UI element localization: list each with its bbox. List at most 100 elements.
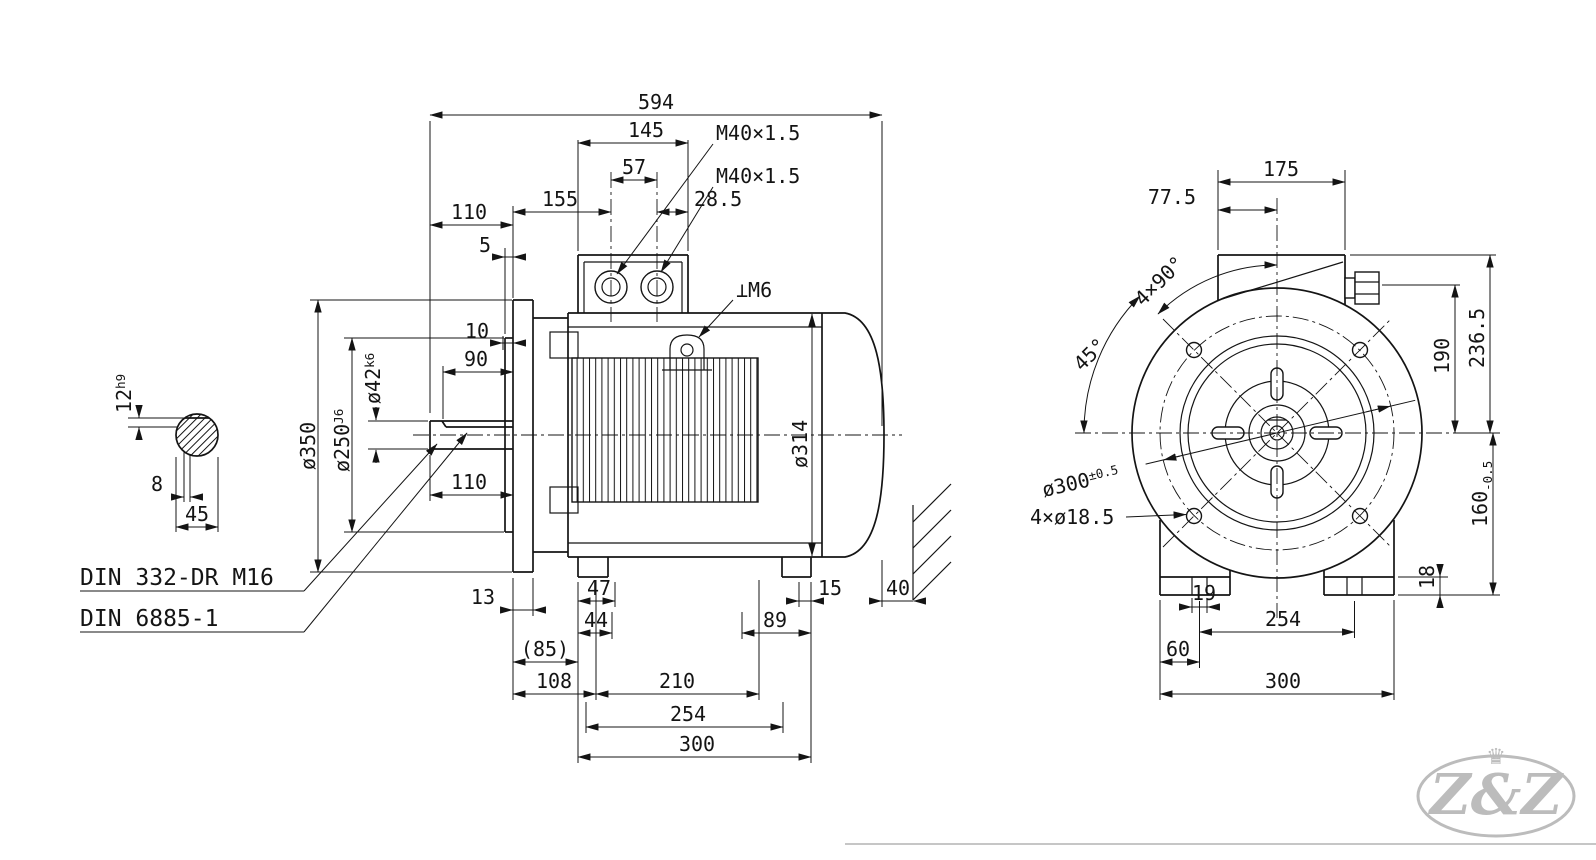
dim-236-5-label: 236.5 — [1465, 308, 1489, 368]
dim-frame-diameter-label: ø314 — [788, 420, 812, 468]
dim-175: 175 — [1217, 157, 1346, 250]
dim-254-side: 254 — [585, 702, 784, 733]
dim-155-label: 155 — [542, 187, 578, 211]
dim-89: 89 — [741, 582, 812, 763]
note-key-standard-label: DIN 6885-1 — [80, 606, 218, 632]
dim-110-bottom-label: 110 — [451, 470, 487, 494]
dim-210-label: 210 — [659, 669, 695, 693]
dim-300-side-label: 300 — [679, 732, 715, 756]
dim-110-top-label: 110 — [451, 200, 487, 224]
dim-108-label: 108 — [536, 669, 572, 693]
dim-flange-diameter-label: ø350 — [296, 422, 320, 470]
dim-15-label: 15 — [818, 576, 842, 600]
holes-callout-label: 4×ø18.5 — [1030, 505, 1114, 529]
dim-160: 160-0.5 — [1398, 432, 1500, 596]
dim-28-5: 28.5 — [656, 187, 742, 216]
thread-callout-m6: ⊥M6 — [698, 278, 772, 338]
angle-45: 45° — [1069, 295, 1141, 434]
dim-175-label: 175 — [1263, 157, 1299, 181]
dim-300-side: 300 — [577, 732, 812, 761]
dim-15: 15 — [786, 576, 842, 607]
dim-110-top: 110 — [429, 200, 514, 229]
note-key-standard: DIN 6885-1 — [80, 432, 468, 633]
shaft — [429, 420, 513, 450]
dim-key-45-label: 45 — [185, 502, 209, 526]
dim-77-5: 77.5 — [1148, 185, 1278, 214]
dim-57: 57 — [610, 155, 658, 184]
terminal-box — [577, 254, 689, 313]
dim-frame-diameter: ø314 — [788, 313, 816, 557]
dim-key-45: 45 — [175, 457, 219, 532]
cable-gland-front — [1344, 277, 1356, 299]
dim-190-label: 190 — [1430, 338, 1454, 374]
dim-shaft-diameter-label: ø42k6 — [361, 353, 385, 404]
angle-4x90: 4×90° — [1130, 251, 1278, 315]
dim-254-front-label: 254 — [1265, 607, 1301, 631]
dim-13-label: 13 — [471, 585, 495, 609]
dim-108: 108 — [512, 580, 597, 700]
dim-44: 44 — [577, 608, 613, 639]
dim-190: 190 — [1382, 284, 1460, 434]
angle-4x90-label: 4×90° — [1130, 251, 1190, 311]
dim-254-side-label: 254 — [670, 702, 706, 726]
centerlines-side — [413, 172, 902, 436]
dim-key-width: 12h9 — [112, 374, 185, 440]
dim-bolt-circle-label: ø300±0.5 — [1040, 461, 1122, 502]
feet-side — [577, 557, 812, 578]
dim-47-label: 47 — [587, 576, 611, 600]
dim-90: 90 — [442, 347, 514, 419]
note-center-hole-label: DIN 332-DR M16 — [80, 565, 274, 591]
angle-45-label: 45° — [1069, 333, 1112, 376]
dim-85-label: (85) — [521, 637, 569, 661]
flange — [504, 299, 568, 573]
dim-57-label: 57 — [622, 155, 646, 179]
crown-icon: ♛ — [1486, 745, 1506, 770]
dim-5: 5 — [479, 233, 526, 334]
dim-110-bottom: 110 — [429, 455, 514, 501]
dim-key-8: 8 — [151, 452, 203, 502]
dim-40-label: 40 — [886, 576, 910, 600]
front-view: 175 77.5 4×90° 45° ø300±0.5 4×ø18.5 190 … — [1030, 157, 1500, 700]
dim-key-width-label: 12h9 — [112, 374, 136, 413]
lifting-boss — [662, 334, 712, 371]
dim-77-5-label: 77.5 — [1148, 185, 1196, 209]
dim-160-label: 160-0.5 — [1468, 461, 1495, 527]
dim-10: 10 — [465, 319, 526, 350]
dim-300-front: 300 — [1159, 600, 1395, 700]
dim-60: 60 — [1159, 600, 1201, 700]
dim-18-label: 18 — [1415, 565, 1439, 589]
dim-594: 594 — [429, 90, 883, 426]
dim-13: 13 — [471, 578, 546, 700]
dim-5-label: 5 — [479, 233, 491, 257]
watermark-logo: ♛ Z&Z — [1416, 745, 1576, 838]
dim-28-5-label: 28.5 — [694, 187, 742, 211]
dim-19: 19 — [1179, 581, 1220, 613]
dim-key-8-label: 8 — [151, 472, 163, 496]
side-view: 594 145 57 M40×1.5 M40×1.5 155 28.5 110 … — [80, 90, 952, 763]
dim-210: 210 — [595, 580, 760, 700]
flange-boss-top — [549, 331, 579, 359]
wall-hatch — [912, 483, 952, 601]
dim-145: 145 — [577, 118, 689, 251]
dim-145-label: 145 — [628, 118, 664, 142]
dim-594-label: 594 — [638, 90, 674, 114]
dim-10-label: 10 — [465, 319, 489, 343]
terminal-box-front — [1217, 254, 1380, 305]
gland-thread-label-top: M40×1.5 — [716, 121, 800, 145]
shaft-cross-section — [175, 413, 219, 457]
note-center-hole: DIN 332-DR M16 — [80, 443, 438, 592]
dim-shaft-diameter: ø42k6 — [361, 353, 428, 463]
holes-callout: 4×ø18.5 — [1030, 505, 1187, 529]
dim-40: 40 — [869, 560, 926, 607]
thread-callout-m6-label: ⊥M6 — [736, 278, 772, 302]
centerlines-front — [1075, 198, 1460, 618]
dim-spigot-diameter: ø250J6 — [330, 337, 504, 533]
dim-60-label: 60 — [1166, 637, 1190, 661]
watermark-text: Z&Z — [1428, 762, 1564, 828]
dim-300-front-label: 300 — [1265, 669, 1301, 693]
dim-flange-diameter: ø350 — [296, 299, 512, 573]
dim-bolt-circle: ø300±0.5 — [1040, 399, 1416, 502]
gland-label-bottom: M40×1.5 — [660, 164, 800, 273]
